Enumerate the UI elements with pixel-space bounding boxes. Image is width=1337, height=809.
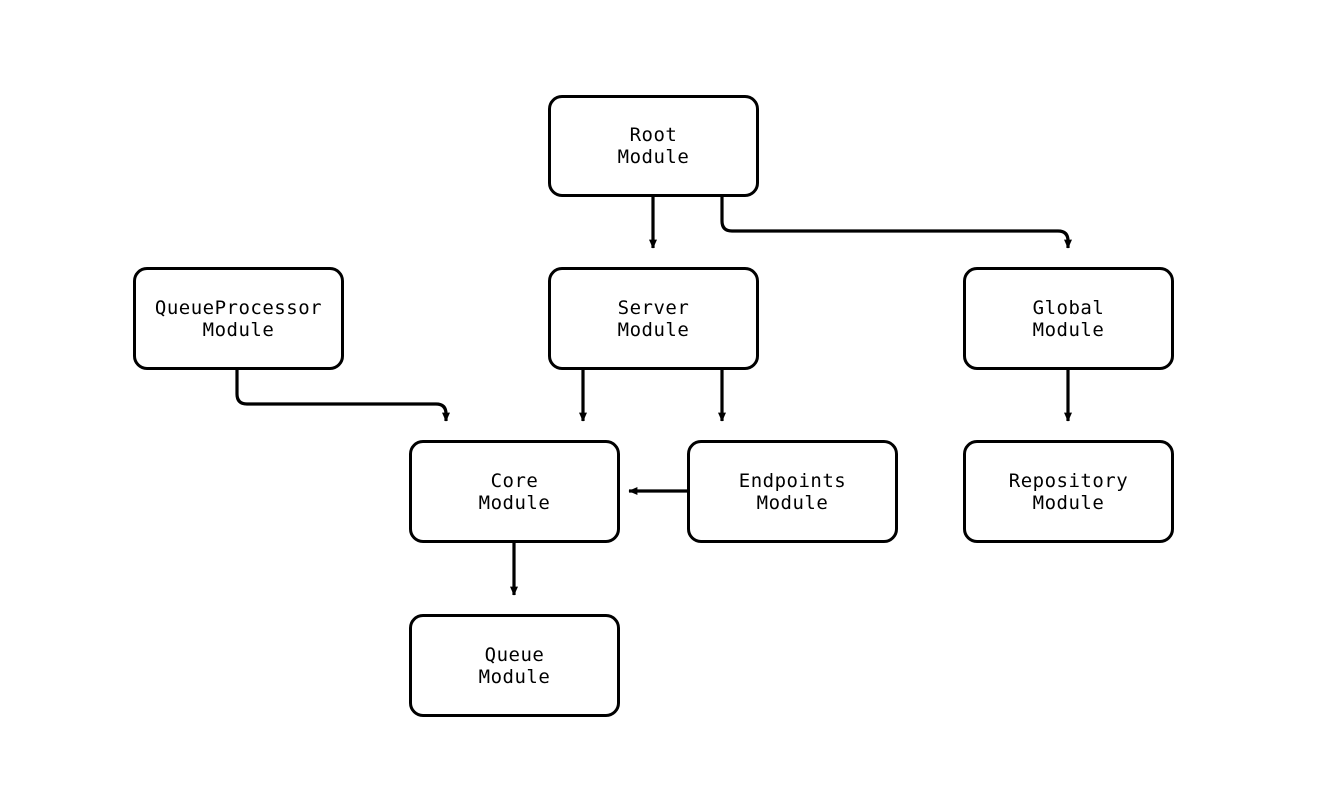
node-label-line1: Server <box>617 296 690 319</box>
node-label-line2: Module <box>1032 491 1105 514</box>
node-root-module[interactable]: Root Module <box>548 95 759 197</box>
node-label-line2: Module <box>478 665 551 688</box>
edge-queueprocessor-to-core <box>235 370 450 422</box>
node-label-line1: Core <box>490 469 539 492</box>
node-label-line2: Module <box>1032 318 1105 341</box>
node-label-line1: QueueProcessor <box>154 296 323 319</box>
node-core-module[interactable]: Core Module <box>409 440 620 543</box>
node-label-line1: Queue <box>484 643 545 666</box>
node-label-line2: Module <box>478 491 551 514</box>
node-label-line2: Module <box>202 318 275 341</box>
node-label-line1: Endpoints <box>738 469 847 492</box>
node-label-line1: Global <box>1032 296 1105 319</box>
node-queueprocessor-module[interactable]: QueueProcessor Module <box>133 267 344 370</box>
node-repository-module[interactable]: Repository Module <box>963 440 1174 543</box>
node-global-module[interactable]: Global Module <box>963 267 1174 370</box>
node-label-line2: Module <box>617 318 690 341</box>
node-server-module[interactable]: Server Module <box>548 267 759 370</box>
node-label-line2: Module <box>756 491 829 514</box>
edge-root-to-global <box>720 197 1072 249</box>
node-label-line1: Repository <box>1008 469 1129 492</box>
node-label-line2: Module <box>617 146 690 168</box>
node-label-line1: Root <box>629 124 678 146</box>
node-queue-module[interactable]: Queue Module <box>409 614 620 717</box>
node-endpoints-module[interactable]: Endpoints Module <box>687 440 898 543</box>
